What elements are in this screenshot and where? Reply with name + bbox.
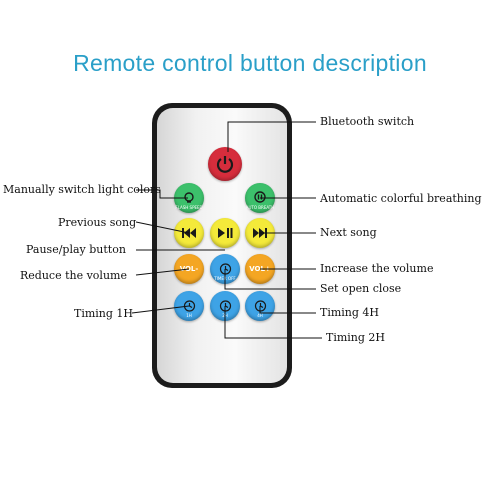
power-icon (216, 156, 234, 173)
play-pause-icon (218, 228, 233, 238)
clock-icon (183, 299, 195, 312)
label-previous-song: Previous song (58, 216, 137, 229)
leader-timing-1h (131, 305, 190, 314)
light-color-sublabel: FLASH SPEED (175, 205, 203, 210)
leader-timing-4h (259, 306, 316, 314)
label-manual-light: Manually switch light colors (3, 183, 161, 196)
leader-set-open-close (224, 269, 316, 290)
leader-timing-2h (224, 306, 322, 339)
leader-manual-light (136, 189, 188, 199)
leader-reduce-volume (135, 268, 190, 276)
breath-icon (254, 191, 266, 203)
bulb-icon (184, 192, 194, 203)
label-next-song: Next song (320, 226, 377, 239)
page-title: Remote control button description (73, 50, 427, 76)
label-increase-volume: Increase the volume (320, 262, 434, 275)
label-timing-2h: Timing 2H (326, 331, 386, 344)
timer-4h-sublabel: 4H (257, 313, 263, 318)
label-bluetooth-switch: Bluetooth switch (320, 115, 415, 128)
label-timing-4h: Timing 4H (320, 306, 380, 319)
previous-song-button[interactable] (174, 218, 204, 248)
pause-play-button[interactable] (210, 218, 240, 248)
label-reduce-volume: Reduce the volume (20, 269, 127, 282)
leader-bluetooth (227, 121, 316, 152)
label-set-open-close: Set open close (320, 282, 402, 295)
bluetooth-power-button[interactable] (208, 147, 242, 181)
vol-plus-label: VOL+ (249, 265, 271, 273)
leader-previous (135, 221, 190, 234)
label-pause-play: Pause/play button (26, 243, 126, 256)
label-timing-1h: Timing 1H (74, 307, 134, 320)
timer-1h-sublabel: 1H (186, 313, 192, 318)
breathing-sublabel: AUTO BREATH (245, 205, 275, 210)
label-auto-breathing: Automatic colorful breathing (320, 192, 482, 205)
